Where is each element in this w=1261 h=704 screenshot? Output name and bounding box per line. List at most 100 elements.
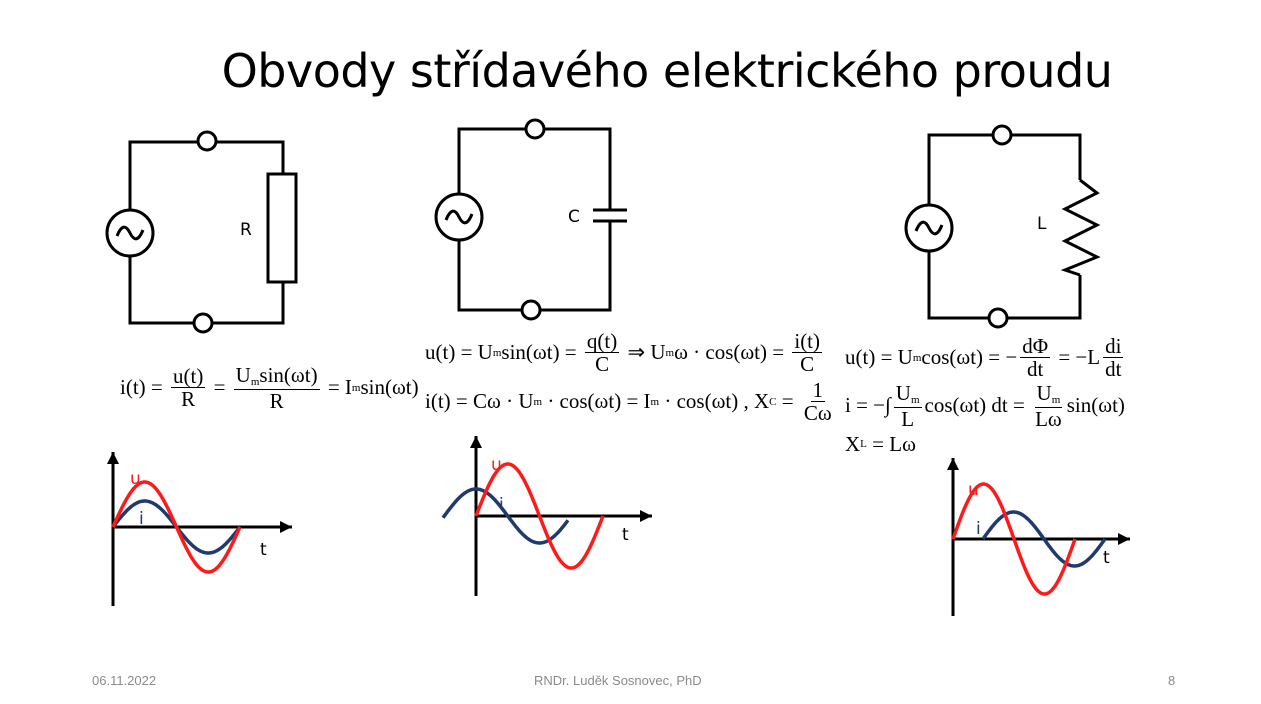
fraction-denominator: R — [268, 390, 286, 412]
formula-text: u(t) = U — [425, 340, 493, 365]
formula-subscript: m — [351, 381, 361, 394]
fraction-numerator: di — [1103, 334, 1124, 359]
formula-fraction: Umsin(ωt)R — [233, 363, 320, 412]
formula-text: = I — [322, 375, 352, 400]
formula-text: dt — [1105, 357, 1122, 382]
current-label: i — [499, 495, 504, 515]
formula-subscript: C — [769, 395, 777, 408]
fraction-denominator: R — [179, 388, 197, 410]
formula-text: i(t) = — [120, 375, 168, 400]
voltage-label: u — [491, 455, 502, 475]
circuit-wire — [128, 140, 285, 325]
formula-text: q(t) — [586, 329, 618, 353]
formula-text: i = −∫ — [845, 393, 891, 418]
formula-text: U — [1036, 381, 1052, 406]
fraction-numerator: Um — [893, 382, 922, 408]
time-axis-label: t — [622, 525, 629, 545]
fraction-denominator: dt — [1025, 358, 1045, 380]
formula-text: L — [901, 406, 915, 431]
formula-subscript: m — [1051, 394, 1061, 407]
formula-fraction: i(t)C — [792, 330, 823, 375]
formula-text: dt — [1026, 357, 1044, 382]
fraction-denominator: Cω — [802, 402, 834, 424]
circuit-wire — [457, 127, 612, 312]
formula-text: Lω — [1035, 406, 1062, 431]
formula-text: di — [1105, 334, 1122, 358]
current-wave — [981, 510, 1107, 568]
capacitor-label: C — [568, 207, 580, 227]
formula-fraction: q(t)C — [584, 329, 620, 375]
fraction-denominator: Lω — [1033, 408, 1064, 430]
axes — [474, 436, 652, 596]
inductor-label: L — [1037, 214, 1047, 234]
formula-text: U — [235, 363, 251, 387]
current-wave — [441, 487, 570, 545]
formula-text: cos(ωt) = − — [921, 345, 1018, 370]
voltage-wave — [111, 480, 242, 574]
formula-subscript: m — [533, 395, 543, 408]
terminal-icon — [991, 124, 1013, 146]
fraction-denominator: C — [798, 353, 816, 375]
fraction-numerator: Umsin(ωt) — [233, 363, 320, 390]
formula-text: sin(ωt) — [259, 363, 318, 387]
resistor-waveform-graph: ui t — [107, 452, 292, 606]
terminal-icon — [520, 299, 542, 321]
formula-text: sin(ωt) — [1066, 393, 1125, 418]
formula-subscript: m — [492, 346, 502, 359]
terminal-icon — [987, 307, 1009, 329]
fraction-numerator: u(t) — [171, 365, 206, 389]
current-label: i — [139, 509, 144, 529]
resistor-icon — [266, 172, 298, 284]
formula-text: X — [845, 431, 861, 456]
time-axis-label: t — [260, 540, 267, 560]
fraction-numerator: i(t) — [792, 330, 823, 354]
slide-title: Obvody střídavého elektrického proudu — [221, 44, 1113, 98]
formula-text: Cω — [803, 401, 832, 426]
formula-text: C — [800, 352, 815, 377]
formula-text: = — [208, 375, 231, 400]
formula-text: ⇒ U — [622, 340, 666, 365]
ac-source-icon — [904, 203, 954, 253]
formula-text: dΦ — [1022, 334, 1049, 358]
footer-author: RNDr. Luděk Sosnovec, PhD — [534, 673, 702, 688]
axes — [111, 452, 292, 606]
formula-text: ω · cos(ωt) = — [674, 340, 790, 365]
formula-text: = Lω — [866, 431, 916, 456]
terminal-icon — [524, 118, 546, 140]
formula-text: · cos(ωt) = I — [542, 389, 651, 414]
formula-subscript: m — [912, 351, 922, 364]
fraction-numerator: 1 — [810, 378, 825, 403]
terminal-icon — [196, 130, 218, 152]
formula-text: 1 — [812, 378, 824, 403]
fraction-numerator: dΦ — [1020, 334, 1051, 359]
formula-text: i(t) = Cω · U — [425, 389, 534, 414]
arrow-head-icon — [107, 452, 292, 533]
voltage-label: u — [130, 469, 141, 489]
voltage-wave — [951, 482, 1077, 596]
fraction-denominator: C — [593, 353, 611, 375]
ac-source-icon — [434, 192, 484, 242]
formula-text: sin(ωt) = — [501, 340, 582, 365]
inductor-circuit: L — [904, 124, 1101, 329]
voltage-wave — [474, 462, 605, 570]
footer-date: 06.11.2022 — [92, 673, 157, 688]
formula-text: R — [269, 388, 284, 413]
page-number: 8 — [1168, 673, 1176, 688]
formula-text: = — [776, 389, 799, 414]
circuit-wire — [927, 133, 1082, 320]
inductor-waveform-graph: uit — [947, 458, 1130, 616]
fraction-numerator: Um — [1034, 381, 1063, 408]
fraction-denominator: L — [899, 408, 916, 430]
capacitor-icon — [593, 208, 627, 223]
